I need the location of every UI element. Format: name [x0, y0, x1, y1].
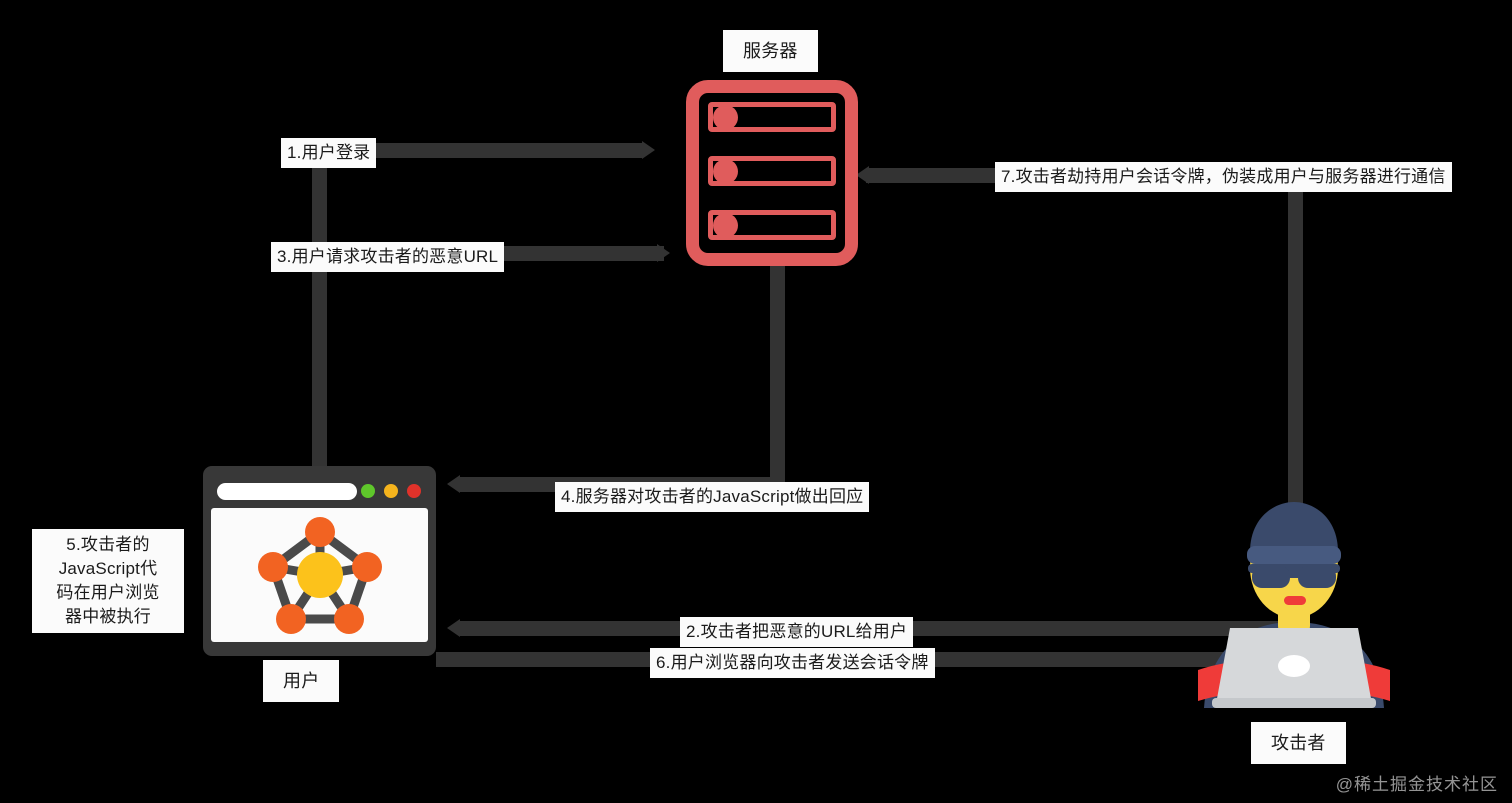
connector-attacker-riser-top	[1288, 168, 1303, 513]
yellow-dot	[384, 484, 398, 498]
browser-viewport	[211, 508, 428, 642]
connector-user-riser-top	[312, 143, 327, 473]
green-dot	[361, 484, 375, 498]
step-5-line-1: 5.攻击者的	[66, 535, 150, 554]
step-label-7: 7.攻击者劫持用户会话令牌，伪装成用户与服务器进行通信	[995, 162, 1452, 192]
server-label: 服务器	[723, 30, 818, 72]
arrowhead-step-7	[856, 166, 869, 184]
watermark: @稀土掘金技术社区	[1335, 775, 1498, 794]
arrowhead-step-4	[447, 475, 460, 493]
arrowhead-step-3	[657, 244, 670, 262]
traffic-lights	[361, 484, 421, 498]
connector-step-4-vertical	[770, 262, 785, 484]
step-label-1: 1.用户登录	[281, 138, 377, 168]
step-label-4: 4.服务器对攻击者的JavaScript做出回应	[555, 482, 870, 512]
arrowhead-step-2	[447, 619, 460, 637]
step-label-3: 3.用户请求攻击者的恶意URL	[271, 242, 505, 272]
user-label: 用户	[263, 660, 340, 702]
red-dot	[407, 484, 421, 498]
step-5-line-4: 器中被执行	[65, 607, 151, 626]
connector-step-1	[312, 143, 642, 158]
arrowhead-step-1	[642, 141, 655, 159]
step-5-line-2: JavaScript代	[58, 559, 158, 578]
server-rack-icon	[686, 80, 858, 266]
network-graph-icon	[257, 517, 382, 634]
url-bar[interactable]	[217, 482, 357, 500]
step-5-line-3: 码在用户浏览	[56, 583, 160, 602]
hacker-with-laptop-icon	[1186, 498, 1402, 708]
step-label-2: 2.攻击者把恶意的URL给用户	[680, 617, 914, 647]
step-label-6: 6.用户浏览器向攻击者发送会话令牌	[650, 648, 935, 678]
attacker-label: 攻击者	[1251, 722, 1346, 764]
browser-toolbar	[211, 474, 428, 508]
browser-window-icon	[203, 466, 436, 656]
step-label-5: 5.攻击者的 JavaScript代 码在用户浏览 器中被执行	[32, 529, 184, 633]
